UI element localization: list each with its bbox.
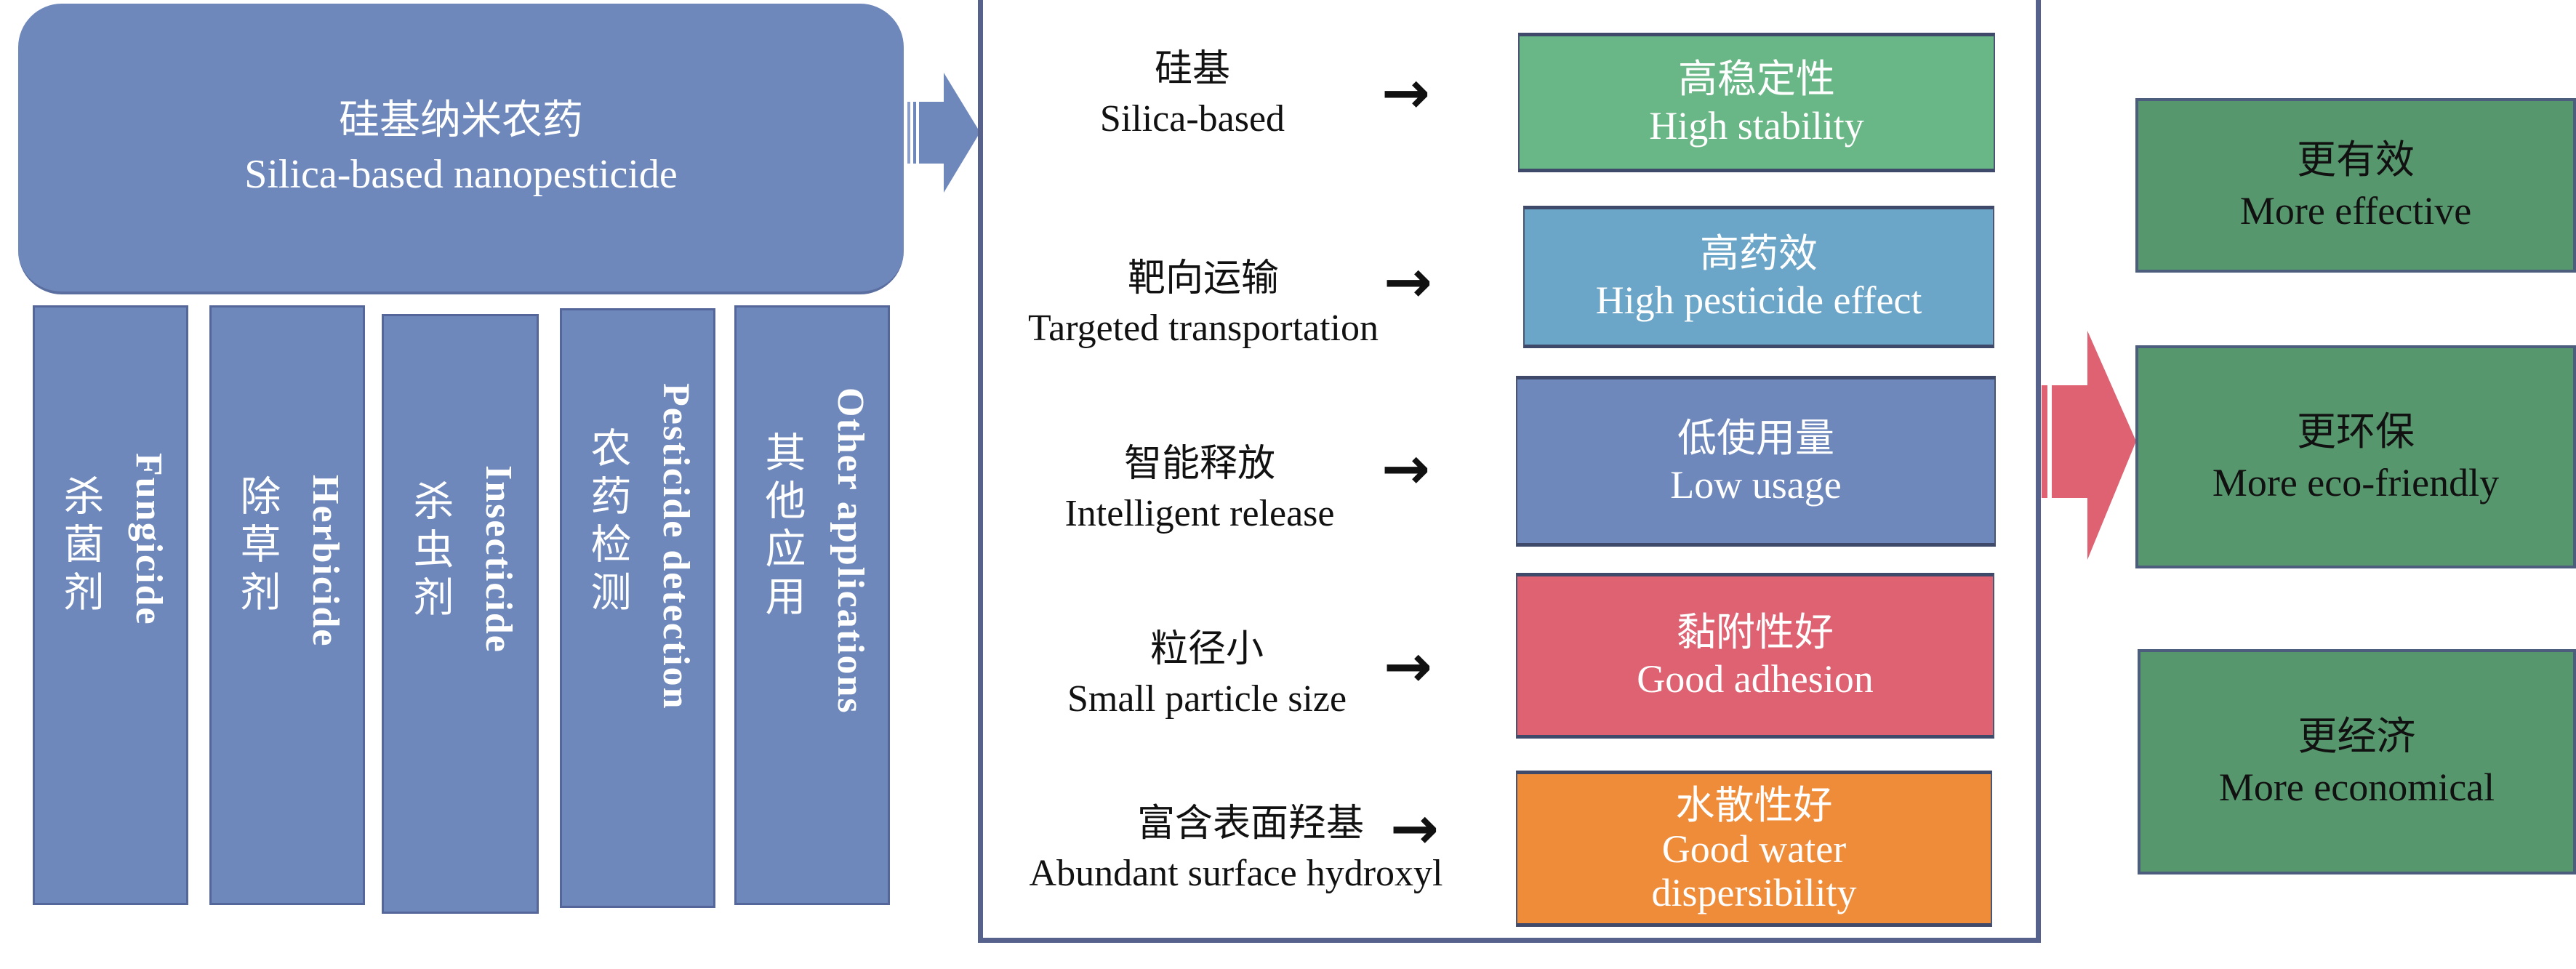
- feature-label: 智能释放 Intelligent release: [1011, 440, 1389, 539]
- outcome-zh: 更有效: [2297, 138, 2415, 182]
- outcome-box-more-effective: 更有效 More effective: [2135, 98, 2576, 273]
- benefit-en: High stability: [1649, 104, 1864, 148]
- source-title-zh: 硅基纳米农药: [339, 98, 583, 143]
- red-arrow-icon: [2042, 331, 2136, 560]
- silica-nanopesticide-box: 硅基纳米农药 Silica-based nanopesticide: [18, 4, 904, 294]
- outcome-en: More economical: [2218, 765, 2495, 809]
- application-zh: 除草剂: [234, 475, 279, 619]
- benefit-box-high-stability: 高稳定性 High stability: [1518, 33, 1995, 172]
- application-en: Herbicide: [305, 475, 346, 648]
- application-zh: 其他应用: [759, 431, 804, 623]
- feature-label: 粒径小 Small particle size: [1018, 625, 1396, 724]
- benefit-box-good-water-dispersibility: 水散性好 Good water dispersibility: [1516, 771, 1992, 927]
- application-en: Other applications: [830, 387, 871, 715]
- feature-label: 富含表面羟基 Abundant surface hydroxyl: [982, 800, 1490, 898]
- benefit-zh: 水散性好: [1675, 783, 1833, 827]
- arrow-right-icon: →: [1384, 632, 1433, 700]
- outcome-en: More effective: [2239, 189, 2472, 233]
- arrow-right-icon: →: [1381, 59, 1431, 126]
- source-title-en: Silica-based nanopesticide: [244, 152, 678, 197]
- feature-zh: 粒径小: [1149, 629, 1264, 670]
- benefit-zh: 高药效: [1700, 232, 1818, 276]
- outcome-box-more-economical: 更经济 More economical: [2138, 649, 2576, 874]
- application-column-pesticide-detection: Pesticide detection 农药检测: [560, 308, 715, 908]
- application-zh: 杀虫剂: [407, 480, 452, 624]
- feature-zh: 富含表面羟基: [1136, 803, 1364, 845]
- feature-en: Small particle size: [1067, 678, 1347, 720]
- benefit-en: Good water dispersibility: [1651, 827, 1857, 914]
- arrow-right-icon: →: [1381, 435, 1431, 502]
- outcome-zh: 更经济: [2298, 715, 2416, 758]
- feature-en: Silica-based: [1099, 98, 1285, 140]
- application-column-herbicide: Herbicide 除草剂: [209, 305, 365, 905]
- benefit-zh: 高稳定性: [1678, 57, 1835, 101]
- application-zh: 杀菌剂: [57, 475, 103, 619]
- benefit-box-low-usage: 低使用量 Low usage: [1516, 376, 1996, 547]
- feature-zh: 智能释放: [1123, 443, 1275, 485]
- outcome-box-more-eco-friendly: 更环保 More eco-friendly: [2135, 345, 2576, 568]
- application-column-other-applications: Other applications 其他应用: [734, 305, 890, 905]
- feature-label: 靶向运输 Targeted transportation: [985, 254, 1421, 353]
- application-en: Fungicide: [128, 453, 169, 626]
- feature-zh: 硅基: [1154, 49, 1230, 90]
- benefit-zh: 低使用量: [1677, 416, 1834, 460]
- benefit-box-high-pesticide-effect: 高药效 High pesticide effect: [1523, 206, 1994, 348]
- outcome-en: More eco-friendly: [2212, 460, 2500, 504]
- outcome-zh: 更环保: [2297, 409, 2415, 454]
- feature-en: Targeted transportation: [1027, 307, 1379, 349]
- benefit-en: Low usage: [1670, 462, 1842, 507]
- application-column-fungicide: Fungicide 杀菌剂: [33, 305, 188, 905]
- arrow-right-icon: →: [1390, 795, 1440, 862]
- application-en: Pesticide detection: [655, 383, 697, 710]
- blue-arrow-icon: [907, 73, 980, 193]
- application-zh: 农药检测: [585, 427, 630, 619]
- feature-zh: 靶向运输: [1127, 258, 1279, 299]
- benefit-box-good-adhesion: 黏附性好 Good adhesion: [1516, 573, 1994, 739]
- feature-label: 硅基 Silica-based: [1047, 45, 1338, 144]
- benefit-zh: 黏附性好: [1677, 611, 1834, 654]
- feature-en: Intelligent release: [1064, 493, 1335, 534]
- application-en: Insecticide: [478, 465, 519, 654]
- feature-en: Abundant surface hydroxyl: [1029, 853, 1443, 894]
- arrow-right-icon: →: [1384, 248, 1433, 315]
- application-column-insecticide: Insecticide 杀虫剂: [382, 314, 539, 914]
- benefit-en: High pesticide effect: [1595, 278, 1922, 322]
- benefit-en: Good adhesion: [1637, 657, 1874, 701]
